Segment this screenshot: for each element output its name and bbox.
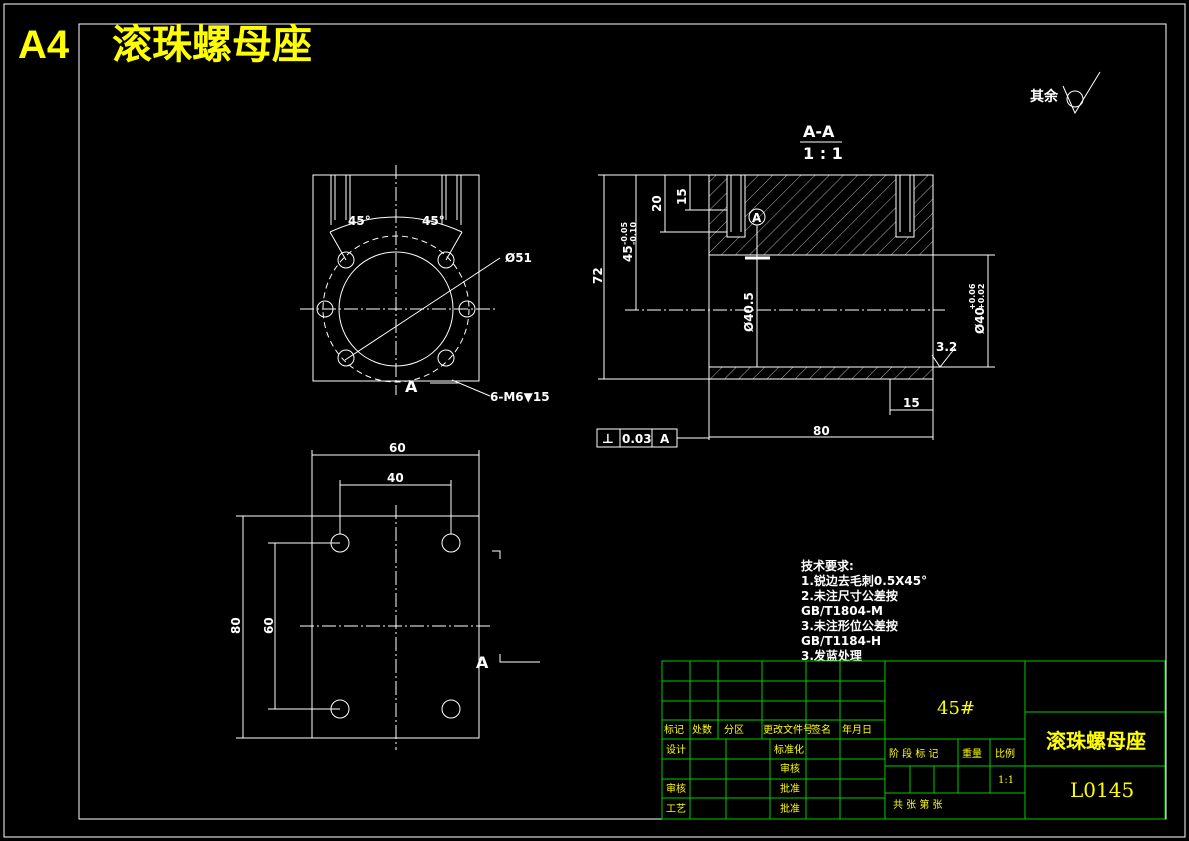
dim-width-60: 60 [389,441,406,455]
tolerance-datum: A [660,432,670,446]
audit-label: 审核 [666,782,686,795]
inner-border [78,23,1167,820]
row-label: 分区 [724,724,744,736]
dim-bore-40-5: Ø40.5 [742,292,756,332]
part-name-label: 滚珠螺母座 [1046,729,1146,753]
tech-req-line: 3.未注形位公差按 [801,618,898,633]
standardize-label: 标准化 [774,743,804,756]
hole-note-label: 6-M6▼15 [490,390,550,404]
dim-depth-15: 15 [675,188,689,205]
check-label: 审核 [780,762,800,775]
dim-fit-40: Ø40 [973,307,987,334]
design-label: 设计 [666,743,686,756]
tech-req-line: GB/T1804-M [801,604,883,618]
dim-fit-40-lower: +0.02 [977,284,986,310]
bottom-view [236,450,540,750]
dim-hole-40: 40 [387,471,404,485]
dim-hole-60v: 60 [262,617,276,634]
row-label: 更改文件号 [763,723,813,736]
tolerance-frame [596,428,709,448]
angle-left-label: 45° [348,214,371,228]
roughness-other-label: 其余 [1030,88,1059,105]
outer-border [3,3,1186,838]
row-label: 标记 [664,724,684,736]
tech-req-line: 2.未注尺寸公差按 [801,588,898,603]
material-label: 45# [937,698,975,719]
dim-15-bottom: 15 [903,396,920,410]
roughness-3-2: 3.2 [936,340,957,354]
dim-tol-45-upper: -0.05 [620,222,629,245]
tech-req-line: GB/T1184-H [801,634,881,648]
tech-req-heading: 技术要求: [801,558,854,573]
approve2-label: 批准 [780,802,800,815]
front-section-marker: A [405,377,418,396]
dim-height-72: 72 [591,267,605,284]
sheet-size-label: A4 [18,23,70,67]
row-label: 处数 [692,723,712,736]
bottom-section-marker: A [476,653,489,672]
drawing-title: 滚珠螺母座 [112,21,312,68]
angle-right-label: 45° [422,214,445,228]
sheets-label: 共 张 第 张 [893,798,943,811]
row-label: 年月日 [842,723,872,736]
dim-depth-20: 20 [650,195,664,212]
section-name: A-A [803,122,835,141]
approve-label: 批准 [780,782,800,795]
dim-tol-45-lower: -0.10 [629,222,638,245]
pcd-diameter-label: Ø51 [505,251,532,265]
roughness-symbol-icon [1062,71,1101,115]
dim-length-80: 80 [813,424,830,438]
process-label: 工艺 [666,803,686,815]
scale-value: 1:1 [998,775,1014,786]
stage-mark-label: 阶 段 标 记 [889,747,939,760]
front-view [300,165,501,397]
weight-label: 重量 [962,747,982,760]
tech-req-line: 1.锐边去毛刺0.5X45° [801,573,927,588]
tech-req-line: 3.发蓝处理 [801,648,862,663]
dim-fit-40-upper: +0.06 [968,283,977,310]
tolerance-symbol: ⊥ [602,432,614,447]
dim-tol-45: 45 [621,245,635,262]
dim-height-80: 80 [229,617,243,634]
row-label: 签名 [811,723,831,736]
title-block [661,660,1166,820]
section-view [598,174,995,440]
section-scale: 1 : 1 [803,144,843,163]
ratio-label: 比例 [995,747,1015,760]
drawing-number-label: L0145 [1070,778,1134,802]
datum-bubble-label: A [752,211,762,225]
tolerance-value: 0.03 [622,432,652,446]
